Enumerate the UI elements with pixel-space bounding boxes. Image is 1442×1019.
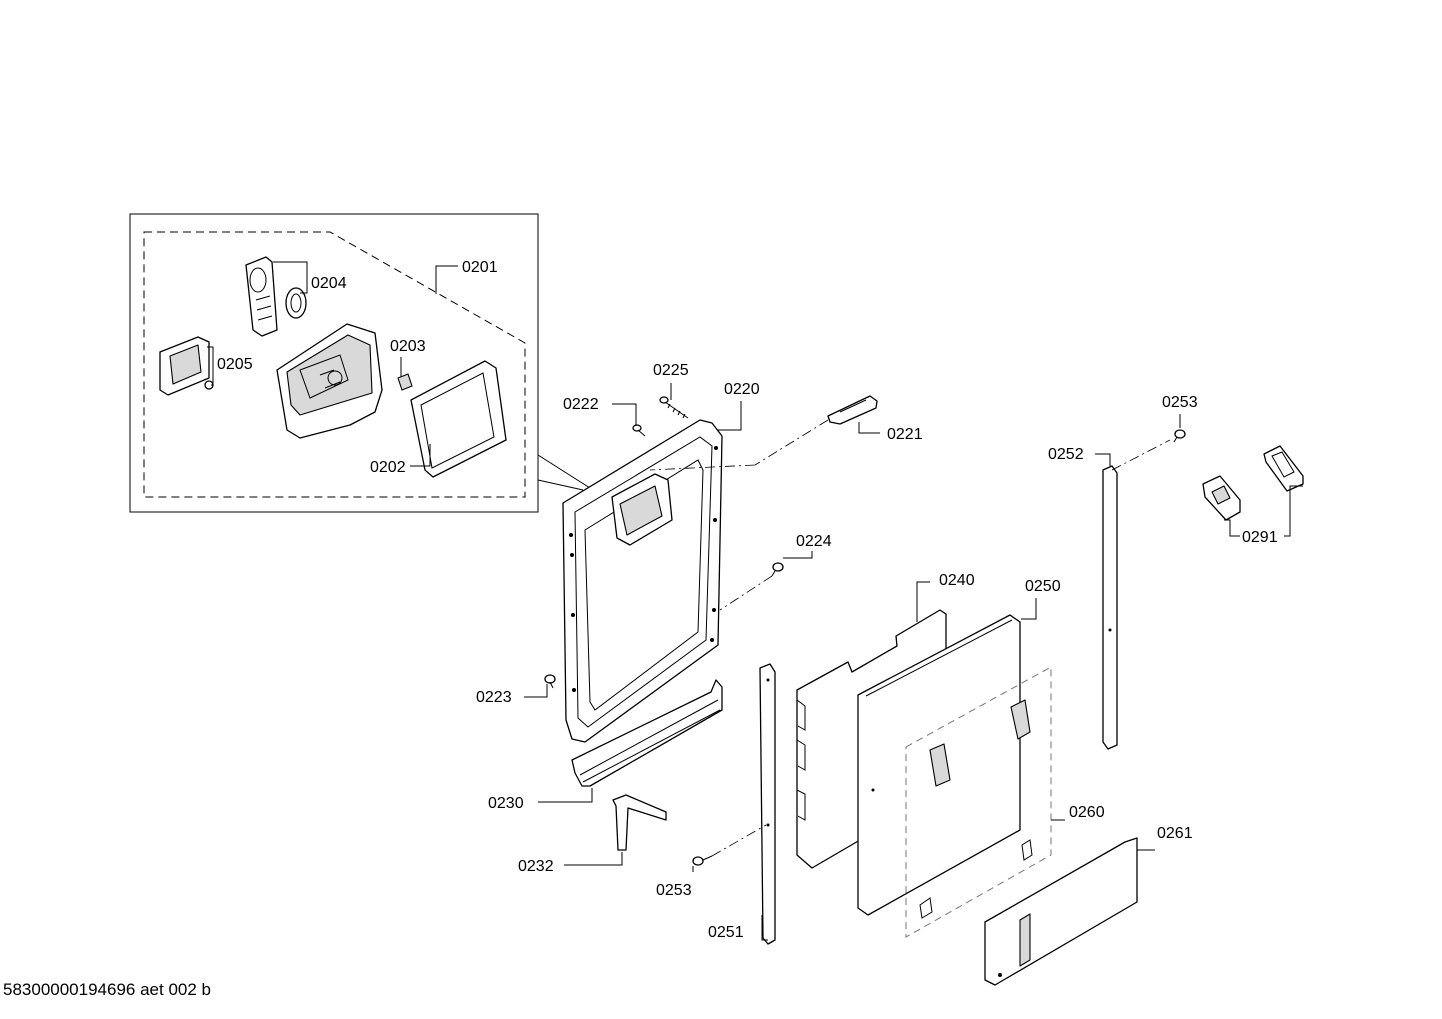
label-0240: 0240 <box>939 572 975 589</box>
part-0260-region <box>905 666 1052 938</box>
part-0225-screw <box>659 396 689 419</box>
label-0205: 0205 <box>217 356 253 373</box>
label-0204: 0204 <box>311 275 347 292</box>
part-0252-strip <box>1102 465 1118 750</box>
label-0225: 0225 <box>653 362 689 379</box>
label-0222: 0222 <box>563 396 599 413</box>
label-0252: 0252 <box>1048 446 1084 463</box>
callout-labels: 0201 0202 0203 0204 0205 0220 0221 0222 … <box>217 259 1278 941</box>
detail-inset <box>129 213 591 513</box>
label-0253-upper: 0253 <box>1162 394 1198 411</box>
part-0261-panel <box>984 837 1138 986</box>
part-0203-clip <box>397 373 413 391</box>
part-0230-rail <box>571 679 723 787</box>
label-0251: 0251 <box>708 924 744 941</box>
label-0203: 0203 <box>390 338 426 355</box>
part-0253-screw-lower <box>692 855 713 866</box>
part-0205-plate <box>159 336 214 396</box>
label-0223: 0223 <box>476 689 512 706</box>
label-0261: 0261 <box>1157 825 1193 842</box>
label-0220: 0220 <box>724 381 760 398</box>
part-0291-badges <box>1202 445 1304 521</box>
part-0204-seal <box>285 287 307 319</box>
part-0201-dispenser <box>276 323 383 439</box>
label-0232: 0232 <box>518 858 554 875</box>
part-0223-screw <box>544 674 556 689</box>
document-id: 58300000194696 aet 002 b <box>3 980 211 999</box>
label-0253-lower: 0253 <box>656 882 692 899</box>
part-0222-screw <box>632 424 646 437</box>
part-0204-lever <box>245 256 278 337</box>
part-0221-latch <box>827 395 878 425</box>
part-0232-bracket <box>612 794 667 851</box>
part-0253-screw-upper <box>1173 429 1186 443</box>
leader-lines <box>207 261 1303 941</box>
part-0251-strip <box>759 663 776 945</box>
part-0224-screw <box>771 562 784 577</box>
label-0221: 0221 <box>887 426 923 443</box>
label-0260: 0260 <box>1069 804 1105 821</box>
label-0224: 0224 <box>796 533 832 550</box>
part-0250-front <box>857 614 1031 916</box>
part-0202-frame <box>410 360 507 478</box>
label-0202: 0202 <box>370 459 406 476</box>
label-0291: 0291 <box>1242 529 1278 546</box>
label-0201: 0201 <box>462 259 498 276</box>
label-0230: 0230 <box>488 795 524 812</box>
label-0250: 0250 <box>1025 578 1061 595</box>
part-0220-door-inner <box>562 419 723 743</box>
